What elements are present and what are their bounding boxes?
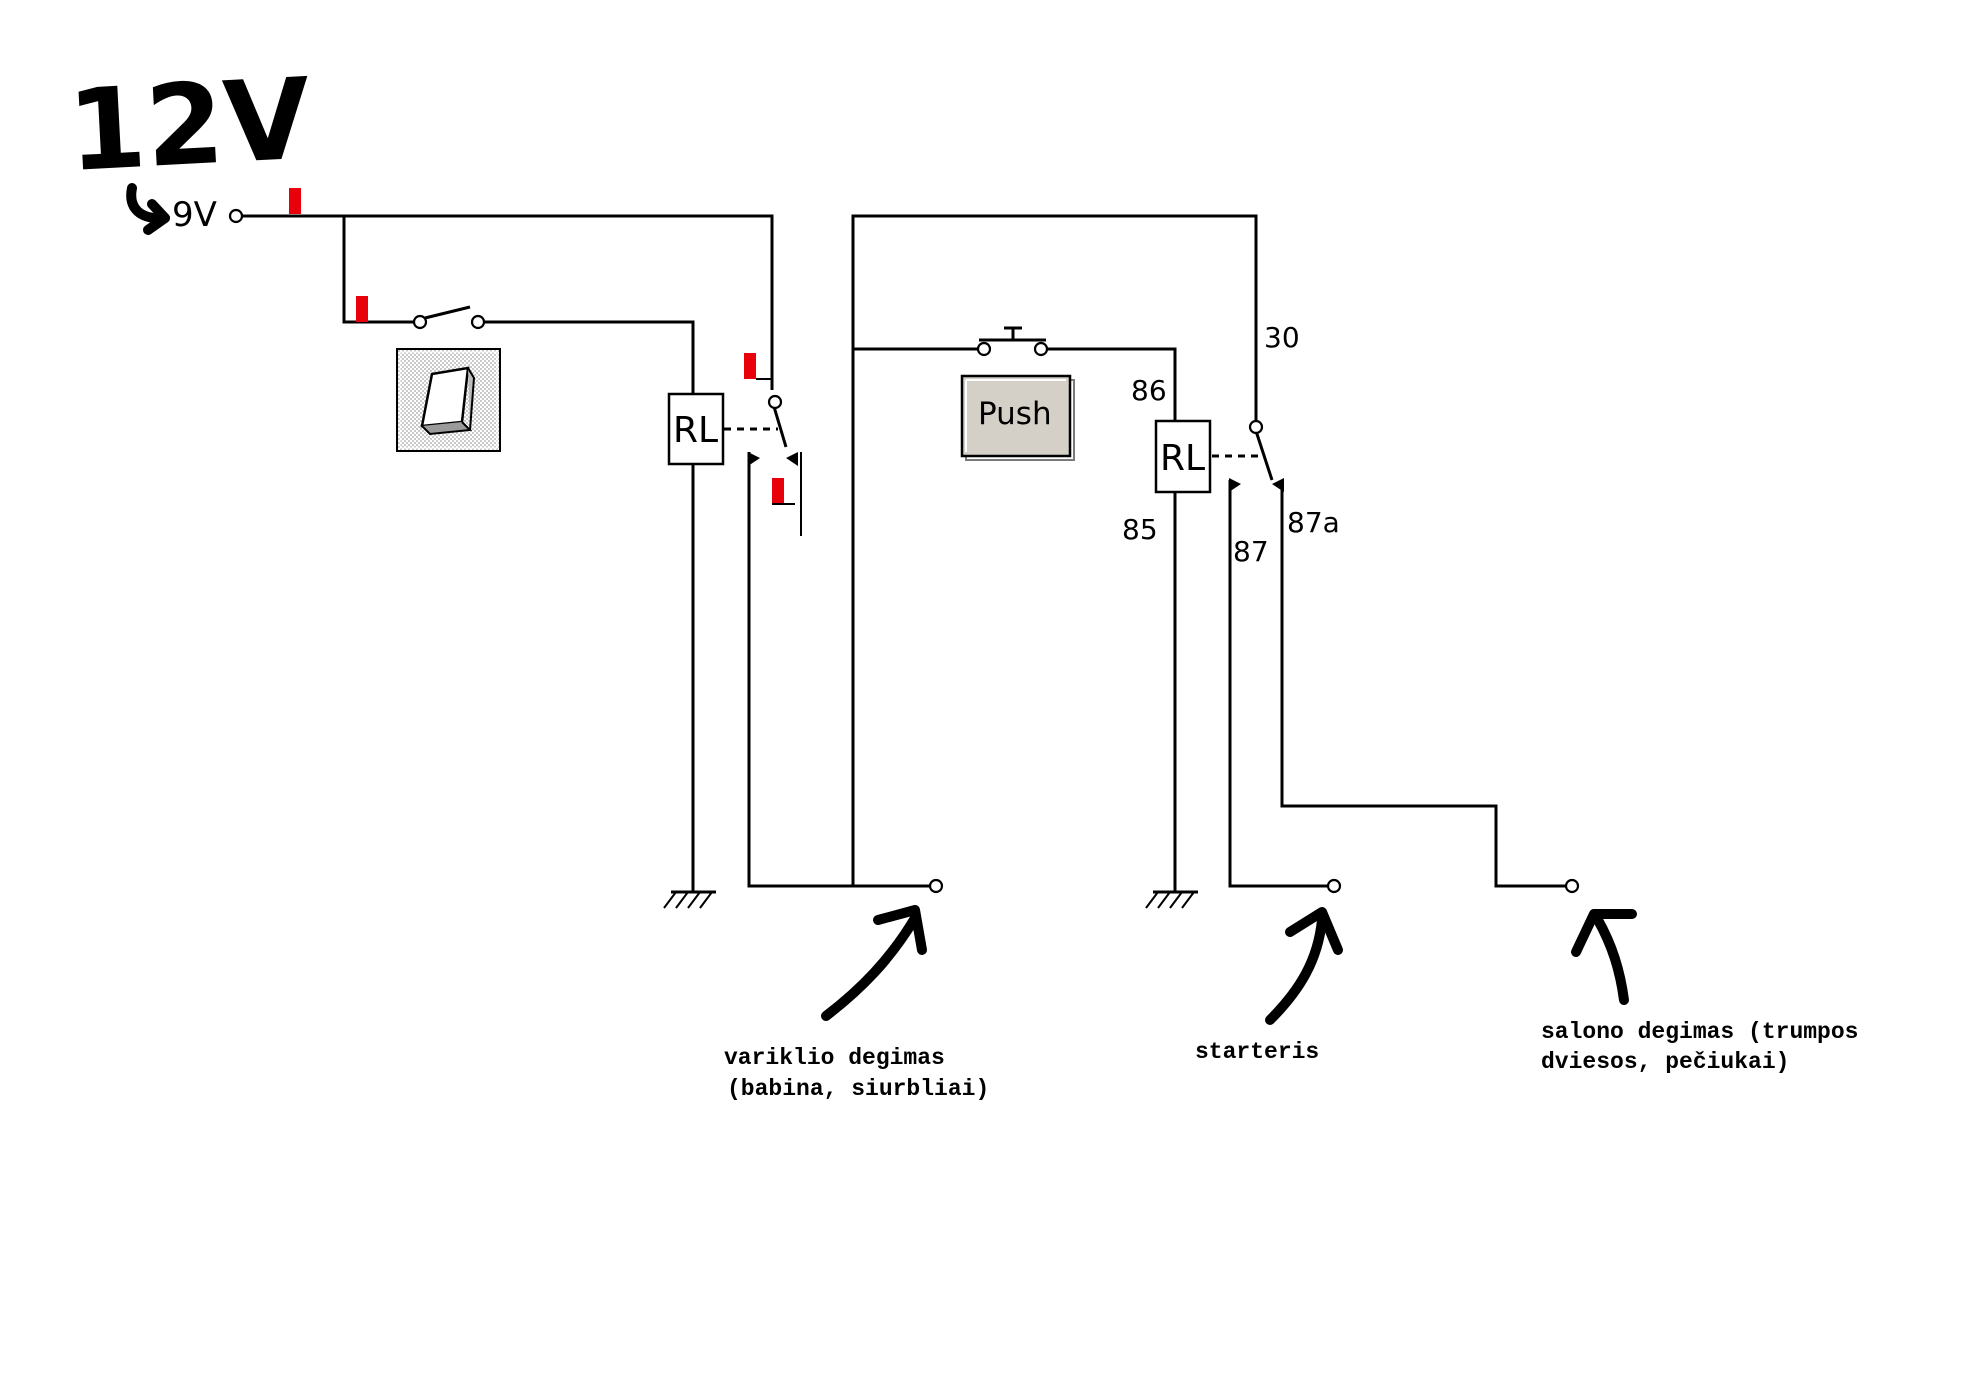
pin-87-label: 87 (1233, 535, 1269, 568)
push-button-label: Push (978, 396, 1052, 432)
ground-symbol (1145, 890, 1198, 909)
ignition-label-line1: variklio degimas (724, 1045, 945, 1071)
starter-label: starteris (1195, 1039, 1319, 1065)
supply-note-text: 12V (65, 54, 314, 197)
cabin-output-terminal (1564, 878, 1580, 894)
active-marker (772, 478, 784, 504)
push-button[interactable]: Push (960, 374, 1075, 461)
active-marker (356, 296, 368, 322)
starter-output-terminal (1326, 878, 1342, 894)
wiring-right (1228, 430, 1566, 888)
relay-1: RL (667, 392, 798, 466)
toggle-switch-icon (420, 366, 476, 436)
cabin-label-line2: dviesos, pečiukai) (1541, 1049, 1789, 1075)
pin-87a-label: 87a (1287, 506, 1340, 539)
cabin-label-line1: salono degimas (trumpos (1541, 1019, 1858, 1045)
relay-2-label: RL (1160, 438, 1205, 479)
ignition-output-terminal (928, 878, 944, 894)
source-terminal (228, 208, 244, 224)
ignition-label-line2: (babina, siurbliai) (727, 1076, 989, 1102)
ground-symbol (663, 890, 716, 909)
source-label: 9V (172, 195, 217, 235)
active-markers (289, 188, 795, 505)
toggle-switch-button[interactable] (396, 348, 501, 452)
relay-1-label: RL (673, 410, 718, 451)
pin-85-label: 85 (1122, 513, 1158, 546)
pin-30-label: 30 (1264, 321, 1300, 354)
toggle-switch-contact (412, 305, 486, 330)
active-marker (289, 188, 301, 214)
wiring-left (242, 214, 1258, 892)
handwritten-12v-note: 12V (65, 54, 314, 235)
pin-86-label: 86 (1131, 374, 1167, 407)
starter-arrow (1265, 907, 1343, 1025)
push-button-contact (976, 326, 1049, 357)
ignition-arrow (821, 905, 927, 1021)
cabin-arrow (1571, 909, 1637, 1005)
active-marker (744, 353, 756, 379)
relay-2: RL (1154, 419, 1284, 494)
